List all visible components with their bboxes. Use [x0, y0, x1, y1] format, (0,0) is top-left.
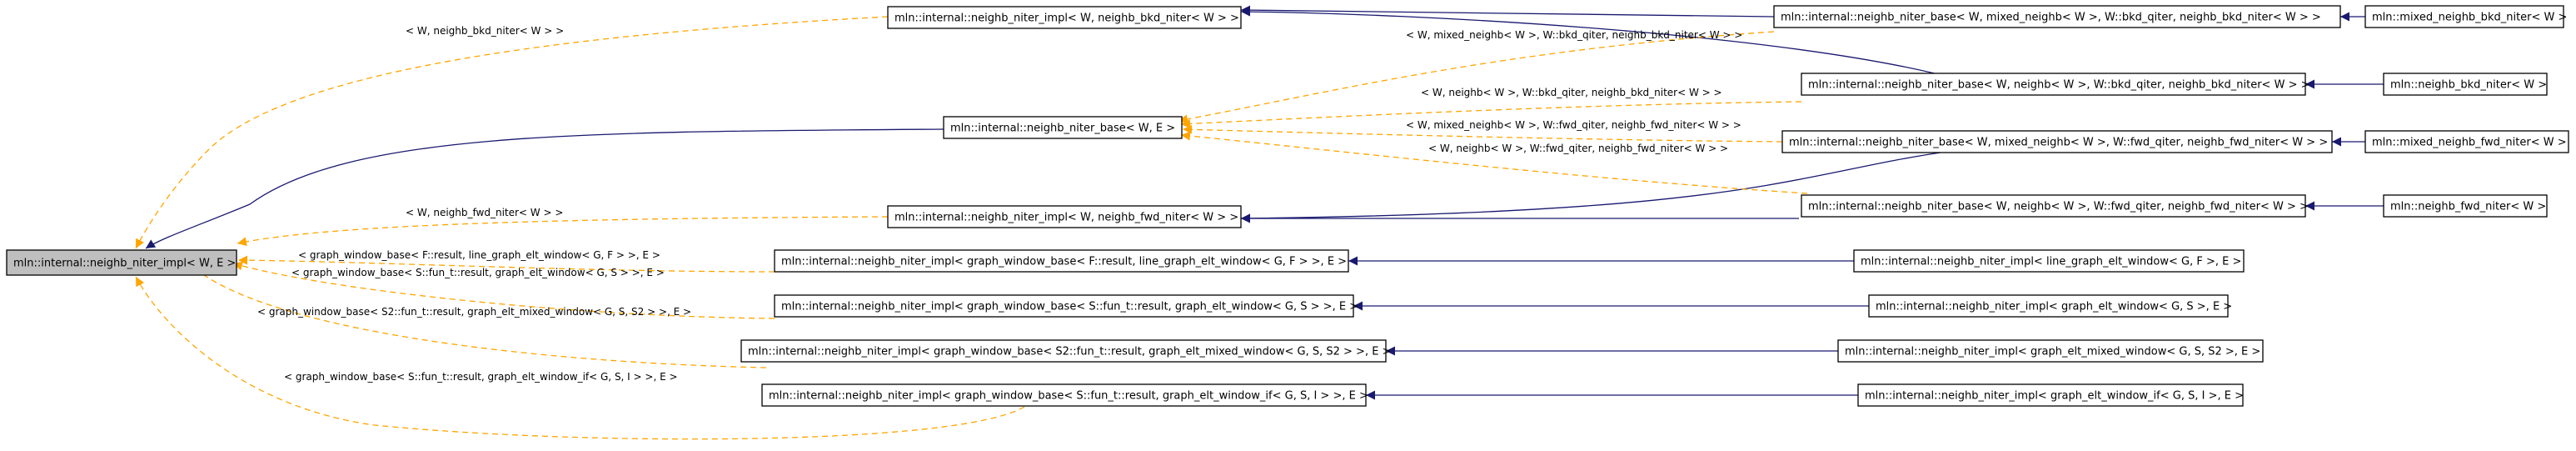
class-node[interactable]: mln::mixed_neighb_bkd_niter< W > [2364, 5, 2567, 28]
edge-tpl-neighb-fwd [1180, 131, 1808, 194]
class-node-label: mln::internal::neighb_niter_impl< W, E > [13, 258, 236, 270]
edge-tpl-impl-bkd [135, 16, 889, 249]
class-node[interactable]: mln::internal::neighb_niter_impl< graph_… [761, 383, 1368, 407]
class-node[interactable]: mln::neighb_fwd_niter< W > [2383, 194, 2548, 218]
edge-tpl-mixed [157, 265, 767, 368]
class-node-label: mln::internal::neighb_niter_impl< graph_… [1845, 346, 2260, 358]
class-node-label: mln::internal::neighb_niter_impl< graph_… [769, 390, 1368, 403]
class-node-label: mln::internal::neighb_niter_impl< line_g… [1861, 256, 2241, 268]
edge-label: < graph_window_base< S::fun_t::result, g… [284, 371, 678, 383]
class-node[interactable]: mln::neighb_bkd_niter< W > [2383, 73, 2548, 96]
class-node-label: mln::internal::neighb_niter_base< W, nei… [1808, 201, 2309, 213]
class-node-label: mln::mixed_neighb_bkd_niter< W > [2372, 12, 2567, 24]
class-node-label: mln::internal::neighb_niter_base< W, E > [950, 123, 1175, 135]
class-node[interactable]: mln::mixed_neighb_fwd_niter< W > [2364, 130, 2569, 153]
inheritance-edges [145, 5, 2384, 400]
class-node[interactable]: mln::internal::neighb_niter_base< W, nei… [1801, 194, 2309, 218]
edge-impl-fwd-to-base-mixed-fwd [1240, 152, 1941, 223]
edge-label: < W, mixed_neighb< W >, W::fwd_qiter, ne… [1406, 119, 1741, 131]
class-node-label: mln::internal::neighb_niter_impl< graph_… [781, 301, 1358, 313]
class-node-label: mln::mixed_neighb_fwd_niter< W > [2372, 137, 2567, 149]
class-node-label: mln::internal::neighb_niter_base< W, mix… [1789, 137, 2328, 149]
edge-tpl-elt [232, 261, 775, 319]
class-node[interactable]: mln::internal::neighb_niter_base< W, mix… [1781, 130, 2333, 153]
class-node-root[interactable]: mln::internal::neighb_niter_impl< W, E > [6, 249, 237, 276]
edge-tpl-line [237, 255, 775, 273]
class-node-label: mln::internal::neighb_niter_impl< W, nei… [894, 13, 1239, 25]
class-node[interactable]: mln::internal::neighb_niter_impl< graph_… [1868, 294, 2232, 318]
edge-label: < W, neighb< W >, W::bkd_qiter, neighb_b… [1421, 87, 1722, 98]
edge-impl-bkd-to-base-bkd [1240, 7, 1958, 80]
edge-tpl-neighb-bkd [1180, 101, 1802, 128]
class-node[interactable]: mln::internal::neighb_niter_base< W, mix… [1773, 5, 2341, 28]
edge-impl-bkd-to-base-mixed-bkd [1240, 5, 1775, 18]
edge-label: < graph_window_base< F::result, line_gra… [298, 249, 660, 261]
class-node-label: mln::neighb_fwd_niter< W > [2390, 201, 2546, 213]
class-node[interactable]: mln::internal::neighb_niter_impl< graph_… [740, 339, 1391, 363]
edge-label: < W, neighb< W >, W::fwd_qiter, neighb_f… [1428, 143, 1728, 154]
class-node[interactable]: mln::internal::neighb_niter_impl< line_g… [1853, 249, 2245, 273]
class-node-label: mln::internal::neighb_niter_impl< W, nei… [894, 212, 1238, 224]
edge-label: < W, neighb_bkd_niter< W > > [406, 25, 564, 37]
edge-base-to-root [145, 128, 944, 249]
edge-label: < graph_window_base< S2::fun_t::result, … [257, 306, 691, 318]
class-node[interactable]: mln::internal::neighb_niter_impl< W, nei… [887, 205, 1242, 228]
class-node-label: mln::internal::neighb_niter_impl< graph_… [781, 256, 1347, 268]
class-node-label: mln::internal::neighb_niter_impl< graph_… [748, 346, 1391, 358]
class-node[interactable]: mln::internal::neighb_niter_impl< graph_… [774, 294, 1358, 318]
class-node[interactable]: mln::internal::neighb_niter_impl< graph_… [1857, 383, 2244, 407]
edge-label: < graph_window_base< S::fun_t::result, g… [291, 267, 665, 278]
class-node[interactable]: mln::internal::neighb_niter_impl< graph_… [1837, 339, 2264, 363]
edge-tpl-impl-fwd [237, 216, 889, 247]
class-node-label: mln::internal::neighb_niter_base< W, mix… [1781, 12, 2321, 24]
template-edges [135, 16, 1808, 440]
nodes: mln::internal::neighb_niter_impl< W, E >… [6, 5, 2569, 407]
edge-tpl-mixed-fwd [1182, 124, 1783, 143]
edge-label: < W, neighb_fwd_niter< W > > [406, 207, 563, 218]
edge-label: < W, mixed_neighb< W >, W::bkd_qiter, ne… [1406, 29, 1742, 41]
class-node[interactable]: mln::internal::neighb_niter_impl< graph_… [774, 249, 1349, 273]
class-node-label: mln::internal::neighb_niter_impl< graph_… [1865, 390, 2244, 403]
class-node-label: mln::internal::neighb_niter_base< W, nei… [1808, 79, 2310, 92]
class-node-label: mln::neighb_bkd_niter< W > [2390, 79, 2547, 92]
class-node[interactable]: mln::internal::neighb_niter_impl< W, nei… [887, 6, 1242, 29]
class-node[interactable]: mln::internal::neighb_niter_base< W, nei… [1801, 73, 2310, 96]
edge-labels: < W, neighb_bkd_niter< W > > < W, neighb… [257, 25, 1742, 383]
class-node-label: mln::internal::neighb_niter_impl< graph_… [1876, 301, 2232, 313]
edge-tpl-mixed-bkd [1178, 31, 1775, 124]
edge-tpl-if [135, 276, 1025, 440]
class-node[interactable]: mln::internal::neighb_niter_base< W, E > [943, 116, 1183, 139]
